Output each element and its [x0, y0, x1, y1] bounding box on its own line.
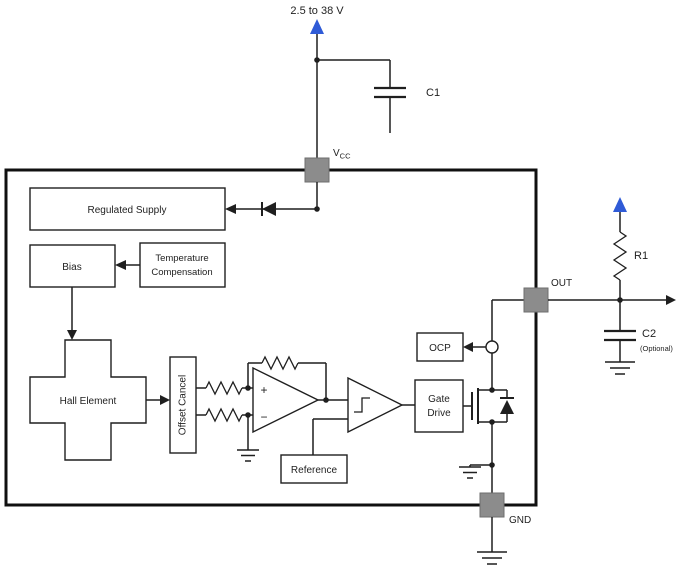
c2-label: C2	[642, 328, 656, 340]
wire-vcc-internal	[236, 182, 318, 210]
arrowhead-into-bias	[115, 260, 126, 270]
vcc-pin-label: VCC	[333, 148, 351, 161]
comparator-symbol	[347, 376, 404, 434]
wire-feedback-right	[298, 362, 327, 400]
resistor-symbol-feedback	[261, 355, 299, 371]
offset-cancel-block: Offset Cancel	[169, 356, 197, 454]
current-sense-icon	[485, 340, 499, 354]
capacitor-c2-symbol	[604, 329, 636, 362]
mosfet-symbol	[463, 388, 492, 424]
body-diode-symbol	[492, 389, 514, 423]
ground-symbol	[477, 551, 507, 565]
gnd-pin	[479, 492, 505, 518]
opamp-minus-label: −	[260, 410, 267, 424]
opamp-symbol: + −	[252, 366, 320, 434]
arrowhead-into-ocp	[463, 342, 473, 352]
bias-block: Bias	[29, 244, 116, 288]
wire-feedback-left	[247, 362, 262, 388]
opamp-plus-label: +	[260, 383, 267, 397]
capacitor-c1-symbol	[374, 86, 406, 133]
junction-dot	[489, 387, 495, 393]
supply-diode-symbol	[261, 202, 276, 216]
resistor-r1-symbol	[612, 231, 628, 281]
c1-label: C1	[426, 87, 440, 99]
arrowhead-out	[666, 295, 676, 305]
arrowhead-into-hall	[67, 330, 77, 340]
r1-label: R1	[634, 250, 648, 262]
regulated-supply-label: Regulated Supply	[88, 205, 167, 216]
hall-element-block: Hall Element	[29, 339, 147, 461]
hall-element-label: Hall Element	[60, 396, 117, 407]
reference-block: Reference	[280, 454, 348, 484]
pullup-up-arrow-icon	[613, 197, 627, 212]
resistor-symbol-bottom-input	[205, 407, 243, 423]
hysteresis-icon	[354, 397, 370, 413]
ic-boundary	[4, 168, 538, 507]
supply-voltage-label: 2.5 to 38 V	[290, 5, 344, 17]
arrowhead-into-offset-cancel	[160, 395, 170, 405]
supply-up-arrow-icon	[310, 19, 324, 34]
ground-symbol	[459, 466, 481, 479]
wire-out-to-drain	[491, 299, 524, 390]
junction-dot	[314, 206, 320, 212]
resistor-symbol-top-input	[205, 380, 243, 396]
out-pin	[523, 287, 549, 313]
arrowhead-into-regulated-supply	[225, 204, 236, 214]
ground-symbol	[605, 361, 635, 375]
bias-label: Bias	[62, 262, 81, 273]
vcc-pin	[304, 157, 330, 183]
junction-dot	[323, 397, 329, 403]
gnd-pin-label: GND	[509, 515, 531, 526]
out-pin-label: OUT	[551, 278, 572, 289]
regulated-supply-block: Regulated Supply	[29, 187, 226, 231]
offset-cancel-label: Offset Cancel	[178, 375, 189, 435]
ocp-block: OCP	[416, 332, 464, 362]
wire-reference-to-comparator	[312, 418, 348, 455]
reference-label: Reference	[291, 465, 338, 476]
c2-optional-note: (Optional)	[640, 344, 673, 353]
ocp-label: OCP	[429, 343, 451, 354]
ground-symbol	[237, 449, 259, 462]
wire-to-c1	[317, 59, 391, 88]
